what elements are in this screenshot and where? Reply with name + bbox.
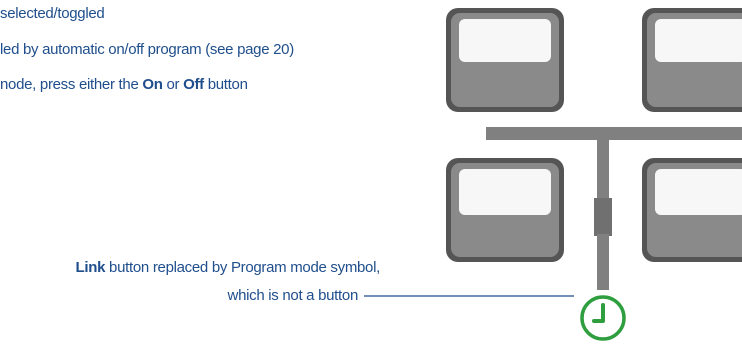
program-mode-symbol bbox=[580, 295, 626, 341]
device-screen bbox=[655, 19, 742, 62]
device-bottom-left bbox=[446, 158, 564, 262]
device-bottom-right bbox=[642, 158, 742, 262]
instruction-line-3: node, press either the On or Off button bbox=[0, 76, 248, 93]
on-button-label: On bbox=[142, 76, 163, 93]
instruction-line-2: led by automatic on/off program (see pag… bbox=[0, 41, 294, 58]
device-top-right bbox=[642, 8, 742, 112]
callout-line-2: which is not a button bbox=[227, 287, 359, 304]
clock-icon bbox=[592, 303, 605, 323]
device-screen bbox=[459, 19, 551, 62]
link-button-label: Link bbox=[75, 259, 106, 276]
link-connector bbox=[486, 127, 742, 290]
device-top-left bbox=[446, 8, 564, 112]
device-screen bbox=[459, 169, 551, 215]
device-screen bbox=[655, 169, 742, 215]
callout-line-1: Link button replaced by Program mode sym… bbox=[75, 259, 381, 276]
instruction-line-1: selected/toggled bbox=[0, 5, 105, 22]
off-button-label: Off bbox=[183, 76, 204, 93]
